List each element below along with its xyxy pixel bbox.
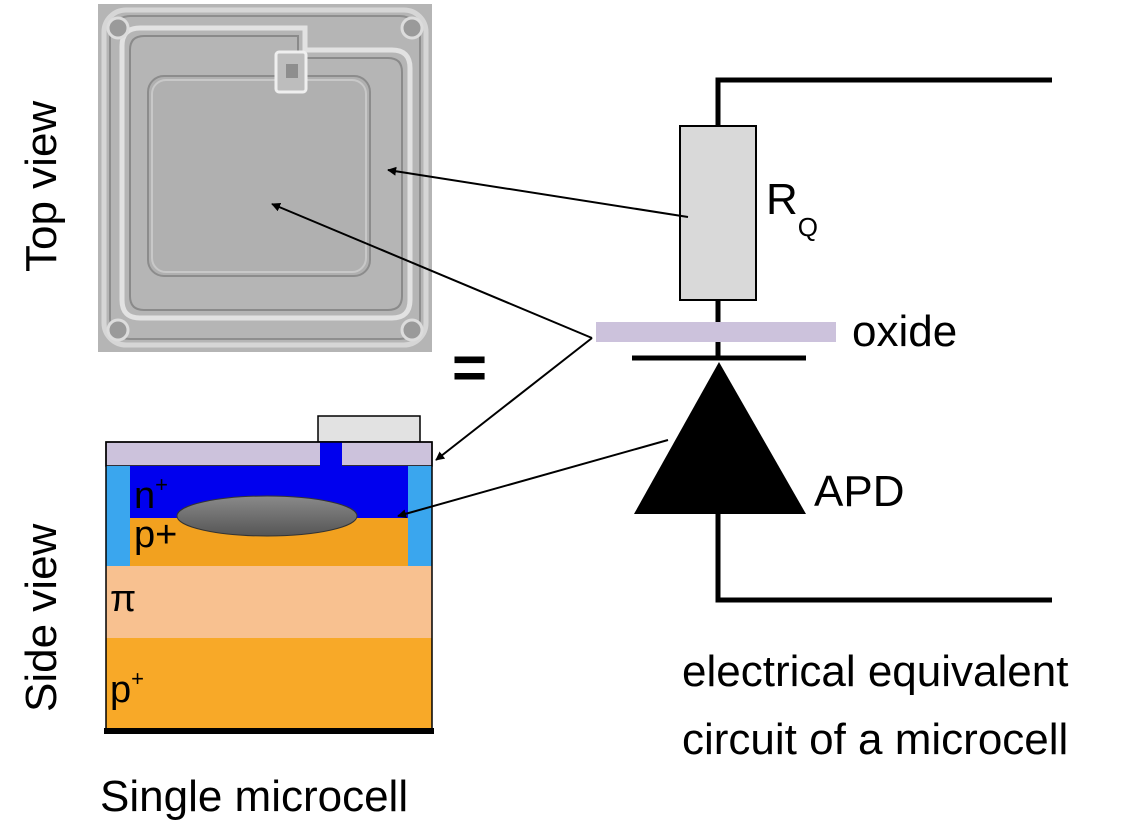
- equivalent-circuit: [596, 80, 1052, 600]
- side-view-cross-section: [104, 416, 434, 734]
- rq-label-main: R: [766, 175, 798, 224]
- n-plus-label-sup: +: [155, 472, 168, 497]
- rq-label: RQ: [766, 178, 818, 228]
- contact-via: [320, 442, 342, 468]
- circuit-caption-line1: electrical equivalent: [682, 650, 1068, 694]
- oxide-layer: [106, 442, 432, 466]
- apd-label: APD: [814, 470, 904, 514]
- single-microcell-caption: Single microcell: [100, 775, 408, 819]
- metal-contact: [318, 416, 420, 442]
- p-plus-upper-label: p+: [134, 516, 177, 554]
- pi-label: π: [110, 580, 136, 618]
- circuit-caption-line2: circuit of a microcell: [682, 718, 1068, 762]
- arrow-rq-to-topview: [388, 170, 688, 217]
- apd-triangle: [634, 362, 806, 514]
- guard-ring-left: [106, 466, 130, 566]
- guard-ring-right: [408, 466, 432, 566]
- rq-label-sub: Q: [798, 212, 818, 242]
- p-plus-lower-layer: [106, 638, 432, 730]
- top-view-label: Top view: [20, 101, 64, 272]
- avalanche-region: [177, 496, 357, 536]
- top-view-micrograph: [98, 4, 432, 352]
- equals-sign: =: [452, 338, 487, 398]
- bottom-wire: [718, 514, 1052, 600]
- oxide-capacitor-bar: [596, 322, 836, 342]
- side-view-label: Side view: [20, 524, 64, 712]
- n-plus-label-base: n: [134, 475, 155, 517]
- p-plus-lower-label-base: p: [110, 669, 131, 711]
- oxide-label: oxide: [852, 310, 957, 354]
- arrow-apd-to-sideview: [398, 440, 668, 516]
- p-plus-lower-label: p+: [110, 668, 144, 709]
- top-wire: [718, 80, 1052, 126]
- n-plus-label: n+: [134, 474, 168, 515]
- p-plus-lower-label-sup: +: [131, 666, 144, 691]
- pi-layer: [106, 566, 432, 638]
- quench-resistor: [680, 126, 756, 300]
- bottom-contact: [104, 728, 434, 734]
